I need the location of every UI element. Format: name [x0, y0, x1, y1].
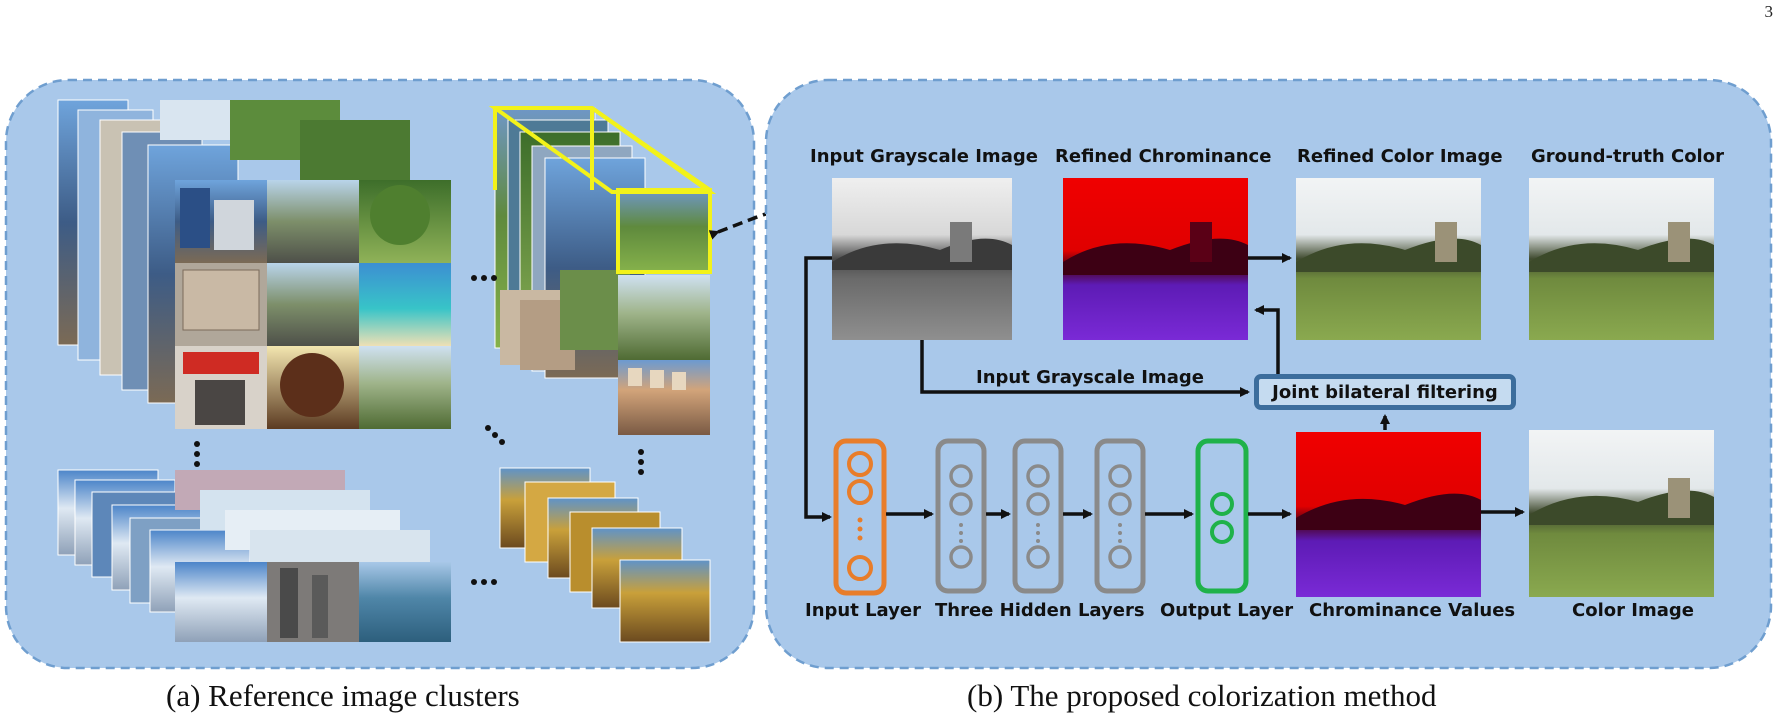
reference-cluster-city [57, 99, 451, 429]
label-refined-chrominance: Refined Chrominance [1055, 146, 1272, 167]
hidden-layers [935, 438, 1146, 594]
label-chrominance-values: Chrominance Values [1309, 600, 1516, 621]
reference-cluster-field [488, 106, 717, 435]
ground-truth-color-image [1529, 178, 1714, 340]
label-guide-grayscale: Input Grayscale Image [976, 367, 1204, 388]
chrominance-values-image [1296, 432, 1481, 597]
refined-color-image [1296, 178, 1481, 340]
label-hidden-layers: Three Hidden Layers [935, 600, 1145, 621]
label-input-layer: Input Layer [805, 600, 921, 621]
label-output-layer: Output Layer [1160, 600, 1294, 621]
flow-arrows [804, 253, 1525, 522]
input-grayscale-image [832, 178, 1012, 340]
joint-bilateral-filter-label: Joint bilateral filtering [1272, 381, 1498, 403]
reference-cluster-autumn [499, 467, 711, 643]
label-input-grayscale-image: Input Grayscale Image [810, 146, 1038, 167]
joint-bilateral-filter-box: Joint bilateral filtering [1254, 374, 1516, 410]
refined-chrominance-image [1063, 178, 1248, 340]
output-layer [1195, 438, 1249, 594]
caption-panel-a: (a) Reference image clusters [166, 678, 520, 713]
input-layer [833, 438, 887, 596]
reference-cluster-snow [57, 469, 451, 642]
label-color-image: Color Image [1572, 600, 1694, 621]
page-number: 3 [1764, 2, 1774, 21]
ellipsis-dots [194, 275, 644, 585]
label-refined-color-image: Refined Color Image [1297, 146, 1503, 167]
caption-panel-b: (b) The proposed colorization method [967, 678, 1437, 713]
label-ground-truth-color: Ground-truth Color [1531, 146, 1724, 167]
output-color-image [1529, 430, 1714, 597]
